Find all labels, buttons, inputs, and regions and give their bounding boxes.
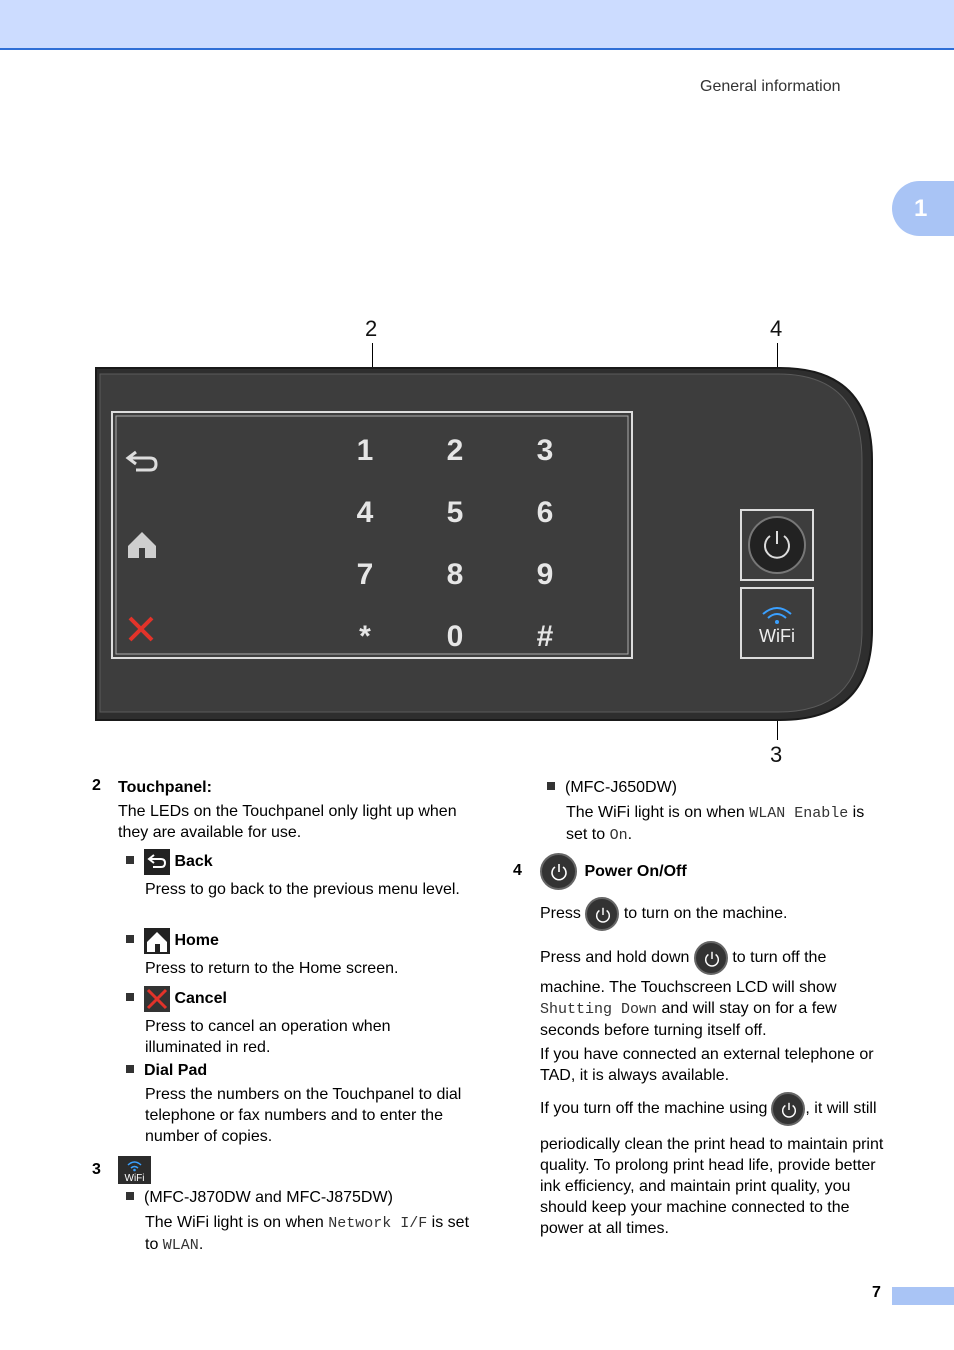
control-panel-figure: 1 2 3 4 5 6 7 8 9 * 0 # WiFi xyxy=(95,367,873,721)
dialpad-item: Dial Pad Press the numbers on the Touchp… xyxy=(126,1060,471,1147)
item-number-4: 4 xyxy=(513,862,522,879)
text: . xyxy=(198,1236,204,1253)
back-key-icon[interactable] xyxy=(125,450,158,472)
dialpad-desc: Press the numbers on the Touchpanel to d… xyxy=(145,1086,462,1145)
mono-wlan: WLAN xyxy=(162,1237,199,1254)
home-item: Home Press to return to the Home screen. xyxy=(126,928,471,979)
bullet xyxy=(547,781,555,790)
item-number-2: 2 xyxy=(92,777,101,794)
text: If you turn off the machine using xyxy=(540,1100,768,1118)
back-item: Back Press to go back to the previous me… xyxy=(126,849,471,900)
cancel-title: Cancel xyxy=(174,990,227,1008)
power-off-note: If you turn off the machine using , it wi… xyxy=(540,1092,885,1239)
bullet xyxy=(126,856,134,864)
power-button-icon[interactable] xyxy=(748,516,806,574)
back-icon xyxy=(144,849,170,875)
bullet xyxy=(126,935,134,943)
header-band xyxy=(0,0,954,50)
mono-shutting-down: Shutting Down xyxy=(540,1001,658,1018)
text: The WiFi light is on when xyxy=(566,804,750,821)
power-icon xyxy=(585,897,620,931)
text: to turn off the xyxy=(732,949,827,967)
dial-key[interactable]: 9 xyxy=(537,558,554,591)
text: . xyxy=(627,826,633,843)
mono-network-if: Network I/F xyxy=(328,1215,428,1232)
cancel-key-icon[interactable] xyxy=(128,616,154,642)
svg-text:WiFi: WiFi xyxy=(125,1173,145,1184)
power-title-row: Power On/Off xyxy=(540,853,885,890)
hold-off-line: Press and hold down to turn off the xyxy=(540,941,885,975)
page-number: 7 xyxy=(872,1284,881,1301)
text: , it will still xyxy=(805,1100,877,1118)
item-number-3: 3 xyxy=(92,1161,101,1178)
callout-4: 4 xyxy=(770,316,783,341)
dial-key[interactable]: 1 xyxy=(357,434,374,467)
telephone-note: If you have connected an external teleph… xyxy=(540,1046,874,1084)
wifi-model-j650: (MFC-J650DW) xyxy=(565,779,677,796)
power-icon xyxy=(693,941,728,975)
touchpanel-desc: The LEDs on the Touchpanel only light up… xyxy=(118,803,457,841)
power-icon xyxy=(771,1092,806,1126)
dial-key[interactable]: * xyxy=(359,620,371,653)
dial-key[interactable]: 6 xyxy=(537,496,554,529)
wifi-small-icon: WiFi xyxy=(118,1156,151,1184)
text: Press and hold down xyxy=(540,949,690,967)
bullet xyxy=(126,1191,134,1200)
back-title: Back xyxy=(174,853,213,871)
home-desc: Press to return to the Home screen. xyxy=(145,960,399,977)
wifi-j650-item: (MFC-J650DW) The WiFi light is on when W… xyxy=(547,777,887,846)
wifi-j870-item: (MFC-J870DW and MFC-J875DW) The WiFi lig… xyxy=(126,1187,471,1256)
section-title: General information xyxy=(700,78,841,95)
touchpanel-title: Touchpanel: xyxy=(118,779,212,796)
home-icon xyxy=(144,928,170,954)
bullet xyxy=(126,1064,134,1073)
footer-band xyxy=(892,1287,954,1305)
shutdown-text: machine. The Touchscreen LCD will show S… xyxy=(540,977,885,1086)
bullet xyxy=(126,993,134,1001)
touchpanel-section: Touchpanel: The LEDs on the Touchpanel o… xyxy=(118,777,468,843)
text: to turn on the machine. xyxy=(623,905,788,923)
text: periodically clean the print head to mai… xyxy=(540,1136,884,1237)
home-key-icon[interactable] xyxy=(128,532,156,558)
text: machine. The Touchscreen LCD will show xyxy=(540,979,837,996)
wifi-label: WiFi xyxy=(759,626,795,646)
cancel-desc: Press to cancel an operation when illumi… xyxy=(145,1018,391,1056)
text: is set to xyxy=(145,1214,470,1253)
mono-wlan-enable: WLAN Enable xyxy=(749,805,849,822)
power-title: Power On/Off xyxy=(584,862,687,880)
text: Press xyxy=(540,905,581,923)
dial-key[interactable]: 8 xyxy=(447,558,464,591)
dialpad-title: Dial Pad xyxy=(144,1062,208,1079)
cancel-item: Cancel Press to cancel an operation when… xyxy=(126,986,471,1058)
home-title: Home xyxy=(174,932,219,950)
callout-2: 2 xyxy=(365,316,378,341)
cancel-icon xyxy=(144,986,170,1012)
dial-key[interactable]: # xyxy=(537,620,554,653)
back-desc: Press to go back to the previous menu le… xyxy=(145,881,460,898)
dial-key[interactable]: 7 xyxy=(357,558,374,591)
dial-pad[interactable]: 1 2 3 4 5 6 7 8 9 * 0 # xyxy=(357,434,554,653)
wifi-j870-desc: The WiFi light is on when Network I/F is… xyxy=(145,1212,471,1256)
dial-key[interactable]: 2 xyxy=(447,434,464,467)
dial-key[interactable]: 3 xyxy=(537,434,554,467)
press-on-line: Press to turn on the machine. xyxy=(540,897,885,931)
mono-on: On xyxy=(609,827,628,844)
wifi-j650-desc: The WiFi light is on when WLAN Enable is… xyxy=(566,802,887,846)
chapter-tab: 1 xyxy=(892,181,954,236)
dial-key[interactable]: 0 xyxy=(447,620,464,653)
dial-key[interactable]: 5 xyxy=(447,496,464,529)
power-icon xyxy=(540,853,577,890)
callout-3: 3 xyxy=(770,742,783,767)
text: and will stay on for a few seconds befor… xyxy=(540,1000,837,1039)
dial-key[interactable]: 4 xyxy=(357,496,374,529)
text: The WiFi light is on when xyxy=(145,1214,329,1231)
wifi-model-j870: (MFC-J870DW and MFC-J875DW) xyxy=(144,1189,393,1206)
wifi-icon[interactable]: WiFi xyxy=(759,607,795,646)
text: is set to xyxy=(566,804,865,843)
